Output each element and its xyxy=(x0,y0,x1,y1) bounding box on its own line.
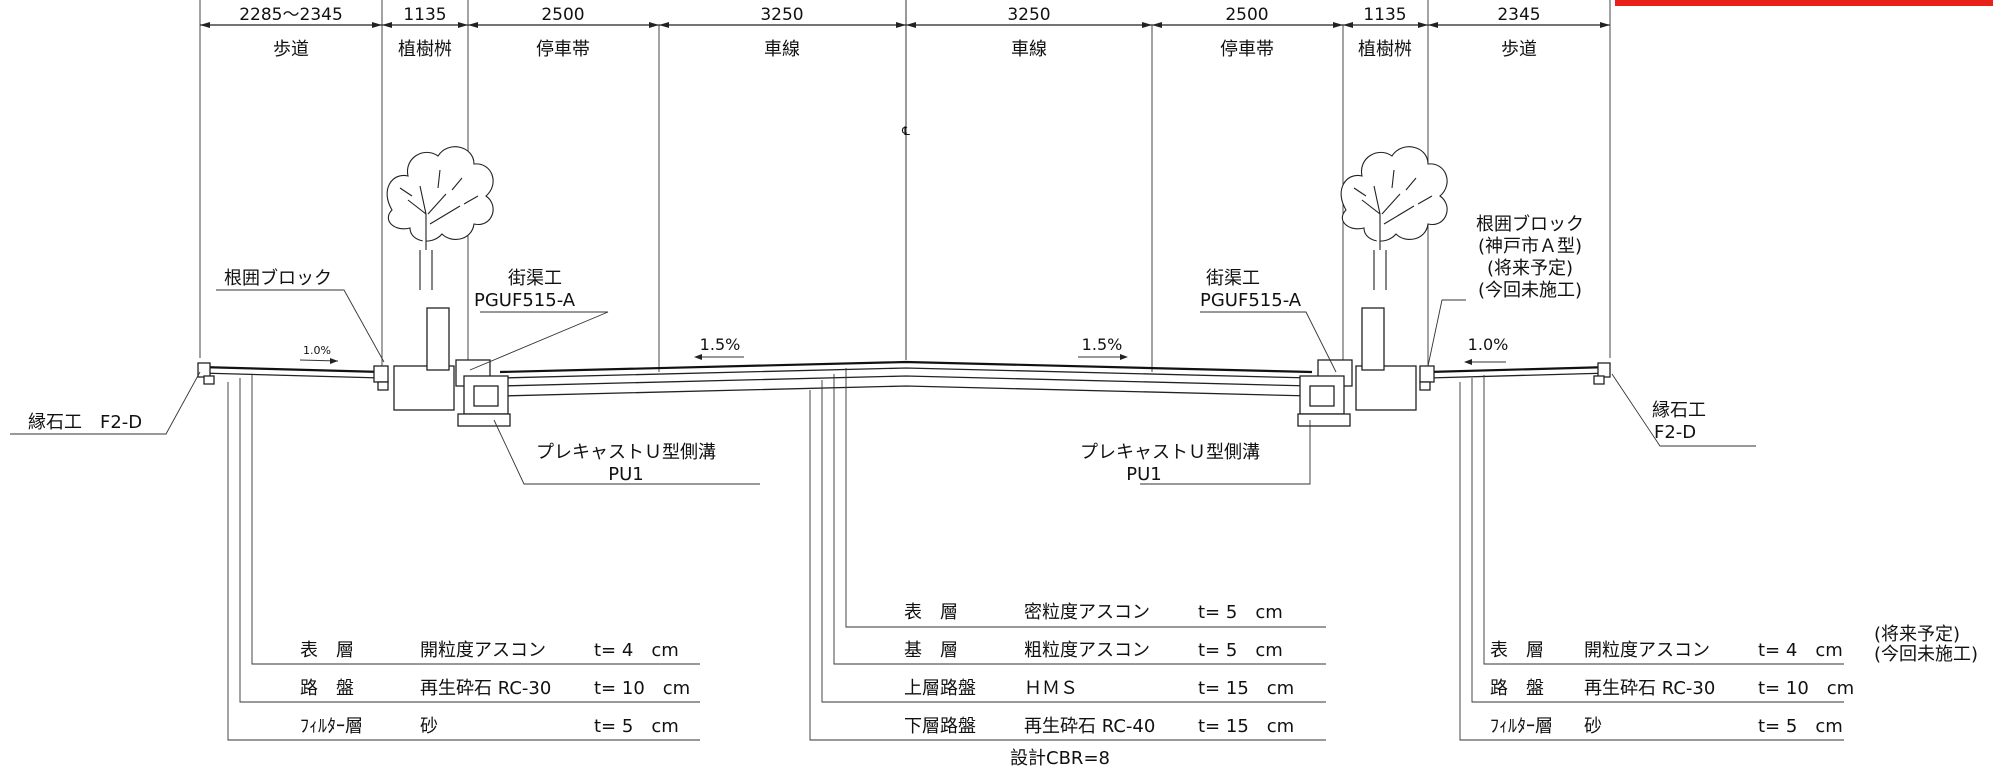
center-table-layer: 表 層 xyxy=(904,602,958,623)
dim-right-parking: 2500 xyxy=(1225,5,1268,25)
dim-right-planter: 1135 xyxy=(1363,5,1406,25)
center-table-material: 粗粒度アスコン xyxy=(1024,640,1150,661)
center-table-layer: 上層路盤 xyxy=(904,678,976,699)
center-table-material: ＨＭＳ xyxy=(1024,678,1078,699)
dim-left-sidewalk: 2285～2345 xyxy=(239,5,343,25)
right-curb xyxy=(1593,362,1611,385)
slope-left-sidewalk: 1.0% xyxy=(303,344,331,357)
zone-right-lane: 車線 xyxy=(1011,39,1047,60)
zone-right-parking: 停車帯 xyxy=(1220,39,1274,60)
slope-arrow-left-sidewalk xyxy=(299,358,339,364)
left-curb xyxy=(197,362,215,385)
right-table-note-not-built: (今回未施工) xyxy=(1874,644,1978,665)
left-pavement-table: 表 層 開粒度アスコン t= 4 cm 路 盤 再生砕石 RC-30 t= 10… xyxy=(300,640,690,737)
right-table-note-future: (将来予定) xyxy=(1874,624,1960,645)
design-cbr: 設計CBR=8 xyxy=(1010,748,1110,769)
slope-right-road: 1.5% xyxy=(1082,335,1123,354)
dimension-arrows xyxy=(200,22,1610,28)
right-table-material: 砂 xyxy=(1584,716,1602,737)
center-pavement-table: 表 層 密粒度アスコン t= 5 cm 基 層 粗粒度アスコン t= 5 cm … xyxy=(904,602,1294,737)
right-drain-code: PU1 xyxy=(1126,464,1161,485)
slope-arrow-left-road xyxy=(694,354,744,360)
right-drain-label: プレキャストＵ型側溝 xyxy=(1080,442,1260,463)
center-table-layer: 下層路盤 xyxy=(904,716,976,737)
center-table-thickness: t= 5 cm xyxy=(1198,640,1283,661)
right-root-block-future: (将来予定) xyxy=(1487,258,1573,279)
left-table-layer: 表 層 xyxy=(300,640,354,661)
right-table-layer: ﾌｨﾙﾀｰ層 xyxy=(1490,716,1553,737)
right-pavement-table: 表 層 開粒度アスコン t= 4 cm 路 盤 再生砕石 RC-30 t= 10… xyxy=(1490,640,1854,737)
tree-right-icon xyxy=(1340,146,1448,290)
zone-right-planter: 植樹桝 xyxy=(1358,39,1412,60)
center-table-layer: 基 層 xyxy=(904,640,958,661)
left-table-material: 砂 xyxy=(420,716,438,737)
right-curb-label: 縁石工 xyxy=(1652,400,1706,421)
left-table-layer: 路 盤 xyxy=(300,678,354,699)
dim-right-lane: 3250 xyxy=(1007,5,1050,25)
slope-arrow-right-sidewalk xyxy=(1464,359,1506,365)
left-table-thickness: t= 5 cm xyxy=(594,716,679,737)
slope-right-sidewalk: 1.0% xyxy=(1468,335,1509,354)
left-curb-label: 縁石工 F2-D xyxy=(28,412,142,433)
left-planter-foundation xyxy=(393,307,455,411)
right-table-layer: 路 盤 xyxy=(1490,678,1544,699)
right-table-thickness: t= 4 cm xyxy=(1758,640,1843,661)
road-surface xyxy=(199,360,1611,397)
right-gutter xyxy=(1297,359,1353,427)
center-table-thickness: t= 15 cm xyxy=(1198,716,1294,737)
right-root-block-not-built: (今回未施工) xyxy=(1478,280,1582,301)
right-planter-foundation xyxy=(1355,307,1417,411)
right-layer-leaders xyxy=(1459,375,1844,741)
left-table-thickness: t= 4 cm xyxy=(594,640,679,661)
zone-left-lane: 車線 xyxy=(764,39,800,60)
left-layer-leaders xyxy=(227,375,700,741)
center-layer-leaders xyxy=(809,368,1326,741)
left-gutter xyxy=(455,359,511,427)
leader-lines xyxy=(10,289,1756,485)
zone-left-sidewalk: 歩道 xyxy=(273,39,309,60)
dim-left-planter: 1135 xyxy=(403,5,446,25)
center-table-thickness: t= 15 cm xyxy=(1198,678,1294,699)
zone-left-planter: 植樹桝 xyxy=(398,39,452,60)
tree-left-icon xyxy=(386,146,494,290)
left-drain-code: PU1 xyxy=(608,464,643,485)
right-table-thickness: t= 5 cm xyxy=(1758,716,1843,737)
right-table-thickness: t= 10 cm xyxy=(1758,678,1854,699)
dim-right-sidewalk: 2345 xyxy=(1497,5,1540,25)
left-table-layer: ﾌｨﾙﾀｰ層 xyxy=(300,716,363,737)
left-gutter-code: PGUF515-A xyxy=(474,290,576,311)
left-table-material: 再生砕石 RC-30 xyxy=(420,678,551,699)
right-root-block xyxy=(1419,365,1435,391)
right-table-material: 開粒度アスコン xyxy=(1584,640,1710,661)
center-table-material: 再生砕石 RC-40 xyxy=(1024,716,1155,737)
left-drain-label: プレキャストＵ型側溝 xyxy=(536,442,716,463)
right-root-block-type: (神戸市Ａ型) xyxy=(1478,236,1582,257)
right-curb-code: F2-D xyxy=(1654,422,1696,443)
right-gutter-label: 街渠工 xyxy=(1206,268,1260,289)
slope-left-road: 1.5% xyxy=(700,335,741,354)
dim-left-parking: 2500 xyxy=(541,5,584,25)
centerline-symbol: ℄ xyxy=(901,124,910,138)
left-gutter-label: 街渠工 xyxy=(508,268,562,289)
right-table-layer: 表 層 xyxy=(1490,640,1544,661)
dim-left-lane: 3250 xyxy=(760,5,803,25)
zone-right-sidewalk: 歩道 xyxy=(1501,39,1537,60)
center-table-thickness: t= 5 cm xyxy=(1198,602,1283,623)
accent-bar xyxy=(1615,0,1993,6)
right-table-material: 再生砕石 RC-30 xyxy=(1584,678,1715,699)
slope-arrow-right-road xyxy=(1078,354,1128,360)
right-root-block-label: 根囲ブロック xyxy=(1476,213,1584,235)
left-table-thickness: t= 10 cm xyxy=(594,678,690,699)
left-root-block xyxy=(373,365,389,391)
left-root-block-label: 根囲ブロック xyxy=(224,267,332,289)
zone-left-parking: 停車帯 xyxy=(536,39,590,60)
left-table-material: 開粒度アスコン xyxy=(420,640,546,661)
right-gutter-code: PGUF515-A xyxy=(1200,290,1302,311)
center-table-material: 密粒度アスコン xyxy=(1024,602,1150,623)
